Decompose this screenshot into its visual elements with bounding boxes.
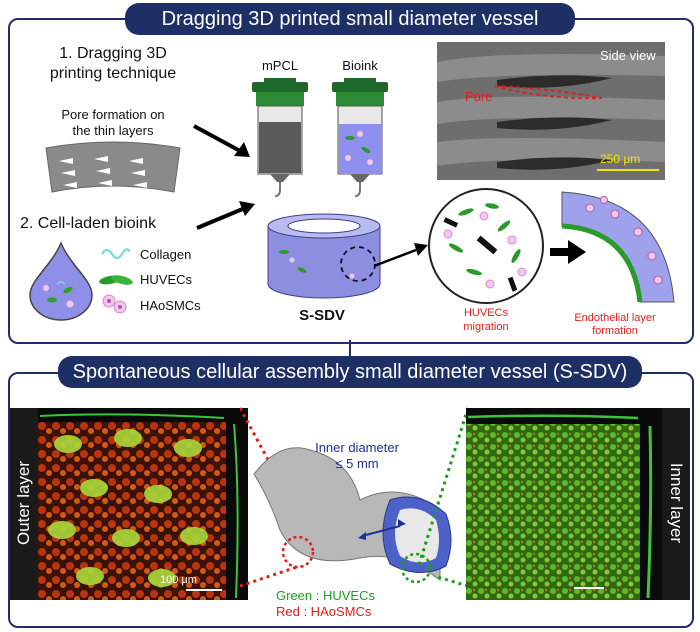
huvec-icon	[99, 275, 133, 285]
sem-side-view-image	[437, 42, 665, 180]
inner-diameter-line1: Inner diameter	[315, 440, 399, 455]
endothelial-layer-arc	[561, 191, 675, 303]
step2-label: 2. Cell-laden bioink	[20, 215, 157, 232]
bottom-title-banner: Spontaneous cellular assembly small diam…	[58, 356, 642, 388]
huvec-migration-zoom	[428, 188, 544, 304]
syringe-label-mpcl: mPCL	[261, 58, 299, 73]
legend-collagen: Collagen	[140, 247, 192, 262]
legend-huvecs: HUVECs	[140, 272, 193, 287]
bioink-syringe	[332, 78, 388, 197]
stain-red-label: Red : HAoSMCs	[276, 604, 372, 619]
porous-thin-layer	[45, 141, 181, 193]
inner-diameter-line2: ≤ 5 mm	[335, 456, 379, 471]
mpcl-syringe	[252, 78, 308, 197]
s-sdv-cylinder	[267, 213, 381, 299]
sem-scale-label: 250 μm	[600, 152, 641, 166]
red-dotted-connectors	[240, 407, 306, 588]
outer-layer-label: Outer layer	[14, 460, 33, 546]
green-dotted-connectors	[416, 407, 470, 588]
endothelial-label-line2: formation	[592, 325, 638, 337]
inner-layer-side-label-bg	[662, 408, 690, 600]
outer-scale-label: 100 μm	[160, 574, 197, 586]
syringe-label-bioink: Bioink	[342, 58, 378, 73]
arrow-icon-to-zoom	[373, 243, 428, 268]
step1-label-line2: printing technique	[49, 65, 177, 82]
outer-layer-side-label-bg	[10, 408, 38, 600]
arrow-icon-to-endothelium	[550, 240, 586, 264]
arrow-icon-to-syringes-upper	[193, 124, 250, 157]
arrow-icon-to-syringes-lower	[196, 201, 255, 230]
migration-label-line1: HUVECs	[463, 307, 508, 319]
endothelial-label-line1: Endothelial layer	[574, 312, 656, 324]
stain-green-label: Green : HUVECs	[276, 588, 375, 603]
pore-caption-line2: the thin layers	[72, 123, 154, 138]
outer-layer-micrograph	[38, 408, 248, 600]
inner-layer-micrograph	[466, 408, 662, 600]
step1-label-line1: 1. Dragging 3D	[59, 45, 167, 62]
haosmc-icon	[102, 294, 127, 314]
top-title-banner: Dragging 3D printed small diameter vesse…	[125, 3, 575, 35]
migration-label-line2: migration	[463, 321, 509, 333]
inner-layer-label: Inner layer	[667, 462, 686, 544]
s-sdv-label: S-SDV	[299, 307, 345, 324]
sem-pore-label: Pore	[465, 89, 493, 104]
legend-haosmcs: HAoSMCs	[140, 298, 201, 313]
pore-caption-line1: Pore formation on	[61, 107, 165, 122]
collagen-icon	[100, 248, 130, 260]
bioink-drop-icon	[29, 241, 93, 321]
sem-view-label: Side view	[600, 48, 656, 63]
panel-connector	[349, 340, 351, 358]
